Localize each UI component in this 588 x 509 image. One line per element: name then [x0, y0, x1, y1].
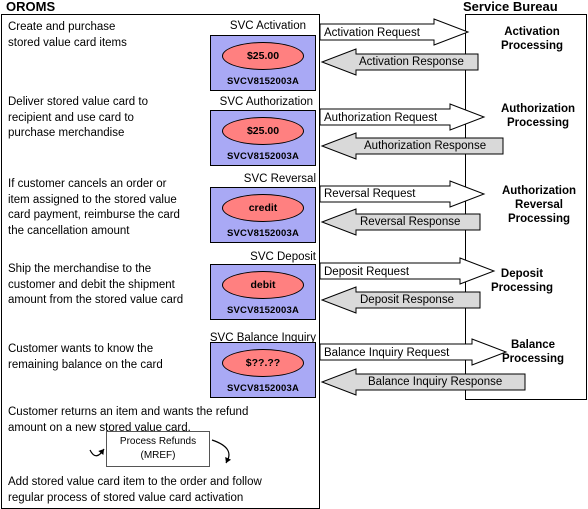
mref-label: (MREF): [140, 450, 176, 461]
reversal-response-label: Reversal Response: [360, 216, 461, 228]
reversal-card: credit SVCV8152003A: [210, 187, 316, 243]
balance-inquiry-request-arrow: [319, 338, 508, 366]
deposit-response-arrow: [320, 286, 481, 314]
deposit-request-label: Deposit Request: [324, 266, 410, 278]
balance-inquiry-response-label: Balance Inquiry Response: [368, 376, 503, 388]
authorization-request-arrow: [319, 103, 486, 131]
svc-balance-inquiry-label: SVC Balance Inquiry: [209, 332, 316, 344]
activation-response-label: Activation Response: [359, 56, 464, 68]
refund-followup: Add stored value card item to the order …: [8, 476, 262, 504]
process-refunds-box: Process Refunds (MREF): [106, 431, 210, 467]
deposit-description: Ship the merchandise to the customer and…: [8, 263, 184, 306]
authorization-description: Deliver stored value card to recipient a…: [8, 96, 148, 139]
authorization-processing: Authorization Processing: [500, 103, 576, 129]
svc-deposit-label: SVC Deposit: [250, 251, 316, 263]
activation-description: Create and purchase stored value card it…: [8, 21, 127, 49]
process-refunds-label: Process Refunds: [119, 436, 197, 447]
activation-request-arrow: [319, 18, 470, 46]
deposit-processing: Deposit Processing: [491, 268, 553, 294]
card-id: SVCV8152003A: [226, 76, 300, 87]
deposit-card: debit SVCV8152003A: [210, 264, 316, 320]
activation-response-arrow: [320, 48, 479, 76]
reversal-description: If customer cancels an order or item ass…: [8, 178, 180, 237]
authorization-card: $25.00 SVCV8152003A: [210, 110, 316, 166]
svc-activation-label: SVC Activation: [229, 20, 306, 32]
oroms-title: OROMS: [6, 0, 56, 14]
card-id: SVCV8152003A: [226, 228, 300, 239]
activation-request-label: Activation Request: [324, 27, 420, 39]
card-value-oval: $25.00: [222, 117, 304, 145]
svc-authorization-label: SVC Authorization: [219, 96, 313, 108]
reversal-processing: Authorization Reversal Processing: [501, 185, 577, 225]
balance-inquiry-request-label: Balance Inquiry Request: [324, 347, 450, 359]
activation-card: $25.00 SVCV8152003A: [210, 35, 316, 91]
refund-in-arrowhead: [98, 449, 104, 455]
refund-description: Customer returns an item and wants the r…: [8, 406, 249, 434]
card-value-oval: credit: [222, 194, 304, 222]
refund-out-arrowhead: [225, 457, 232, 463]
balance-description: Customer wants to know the remaining bal…: [8, 343, 163, 371]
service-bureau-title: Service Bureau: [463, 0, 558, 14]
activation-processing: Activation Processing: [501, 26, 563, 52]
reversal-request-arrow: [319, 180, 486, 208]
balance-inquiry-card: $??.?? SVCV8152003A: [210, 342, 316, 398]
deposit-response-label: Deposit Response: [360, 294, 454, 306]
balance-processing: Balance Processing: [502, 339, 564, 365]
card-value-oval: $??.??: [222, 349, 304, 377]
reversal-request-label: Reversal Request: [324, 188, 416, 200]
card-id: SVCV8152003A: [226, 151, 300, 162]
authorization-response-arrow: [320, 132, 504, 160]
balance-inquiry-response-arrow: [320, 368, 526, 396]
authorization-response-label: Authorization Response: [364, 140, 487, 152]
authorization-request-label: Authorization Request: [324, 112, 438, 124]
service-bureau-panel: [465, 14, 587, 400]
svc-reversal-label: SVC Reversal: [243, 173, 316, 185]
card-id: SVCV8152003A: [226, 383, 300, 394]
reversal-response-arrow: [320, 208, 481, 236]
card-value-oval: $25.00: [222, 42, 304, 70]
deposit-request-arrow: [319, 257, 496, 285]
oroms-panel: [1, 14, 320, 509]
card-id: SVCV8152003A: [226, 305, 300, 316]
card-value-oval: debit: [222, 271, 304, 299]
